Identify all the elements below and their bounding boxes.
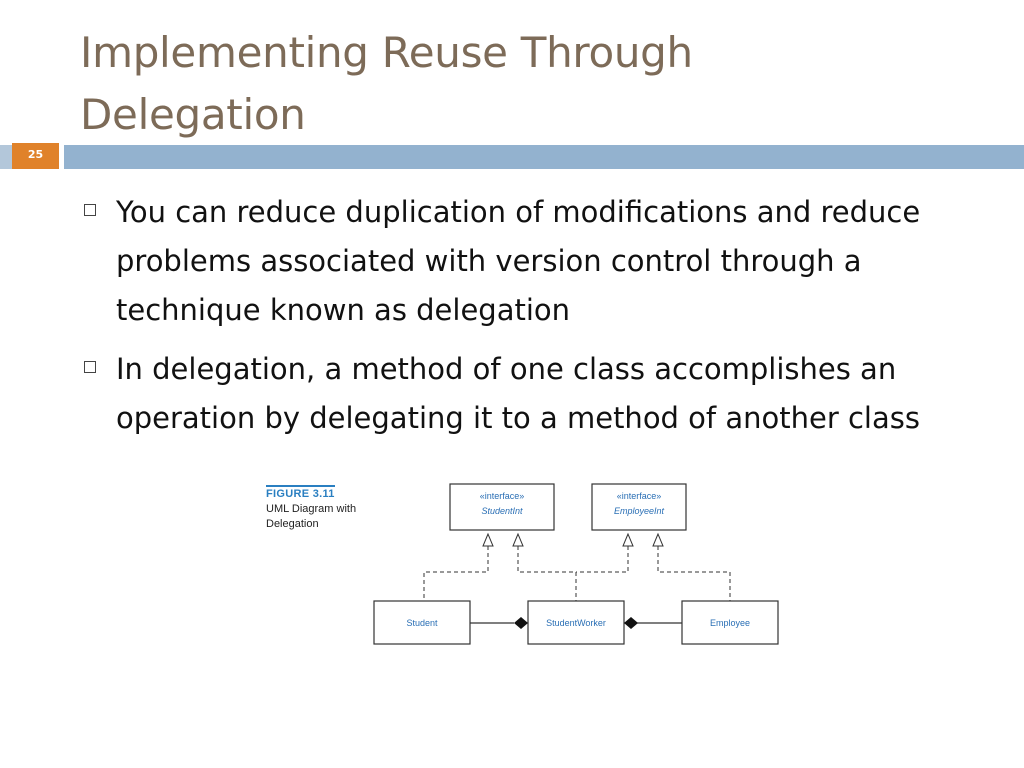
figure-caption-line: Delegation — [266, 518, 319, 530]
header-rule — [64, 145, 1024, 169]
composition-diamond-icon — [624, 617, 638, 629]
slide-title-line-1: Implementing Reuse Through — [80, 28, 693, 77]
figure-label: FIGURE 3.11 — [266, 485, 335, 500]
composition-diamond-icon — [514, 617, 528, 629]
header-rule-left — [0, 145, 12, 169]
realization-arrowheads — [482, 532, 664, 547]
bullet-item: You can reduce duplication of modificati… — [78, 188, 958, 335]
square-bullet-icon — [84, 361, 96, 373]
interface-stereotype: «interface» — [617, 491, 662, 501]
interface-name-employeeint: EmployeeInt — [614, 506, 665, 516]
interface-box-employeeint — [591, 483, 687, 531]
bullet-text: In delegation, a method of one class acc… — [116, 352, 920, 435]
slide-number: 25 — [12, 143, 59, 169]
slide-title: Implementing Reuse Through Delegation — [80, 22, 980, 146]
bullet-text: You can reduce duplication of modificati… — [116, 195, 921, 327]
class-box-studentworker — [527, 600, 625, 645]
interface-box-studentint — [449, 483, 555, 531]
class-name-student: Student — [406, 618, 438, 628]
bullet-item: In delegation, a method of one class acc… — [78, 345, 958, 443]
realization-lines — [423, 546, 731, 601]
interface-stereotype: «interface» — [480, 491, 525, 501]
class-name-studentworker: StudentWorker — [546, 618, 606, 628]
square-bullet-icon — [84, 204, 96, 216]
figure-top-edge — [240, 475, 640, 485]
figure-caption-line: UML Diagram with — [266, 503, 357, 515]
figure-caption: FIGURE 3.11 UML Diagram with Delegation — [266, 484, 361, 532]
class-box-employee — [681, 600, 779, 645]
slide-title-line-2: Delegation — [80, 90, 306, 139]
uml-diagram: «interface» StudentInt «interface» Emplo… — [373, 483, 779, 645]
class-name-employee: Employee — [710, 618, 750, 628]
interface-name-studentint: StudentInt — [481, 506, 523, 516]
bullet-list: You can reduce duplication of modificati… — [78, 188, 958, 453]
